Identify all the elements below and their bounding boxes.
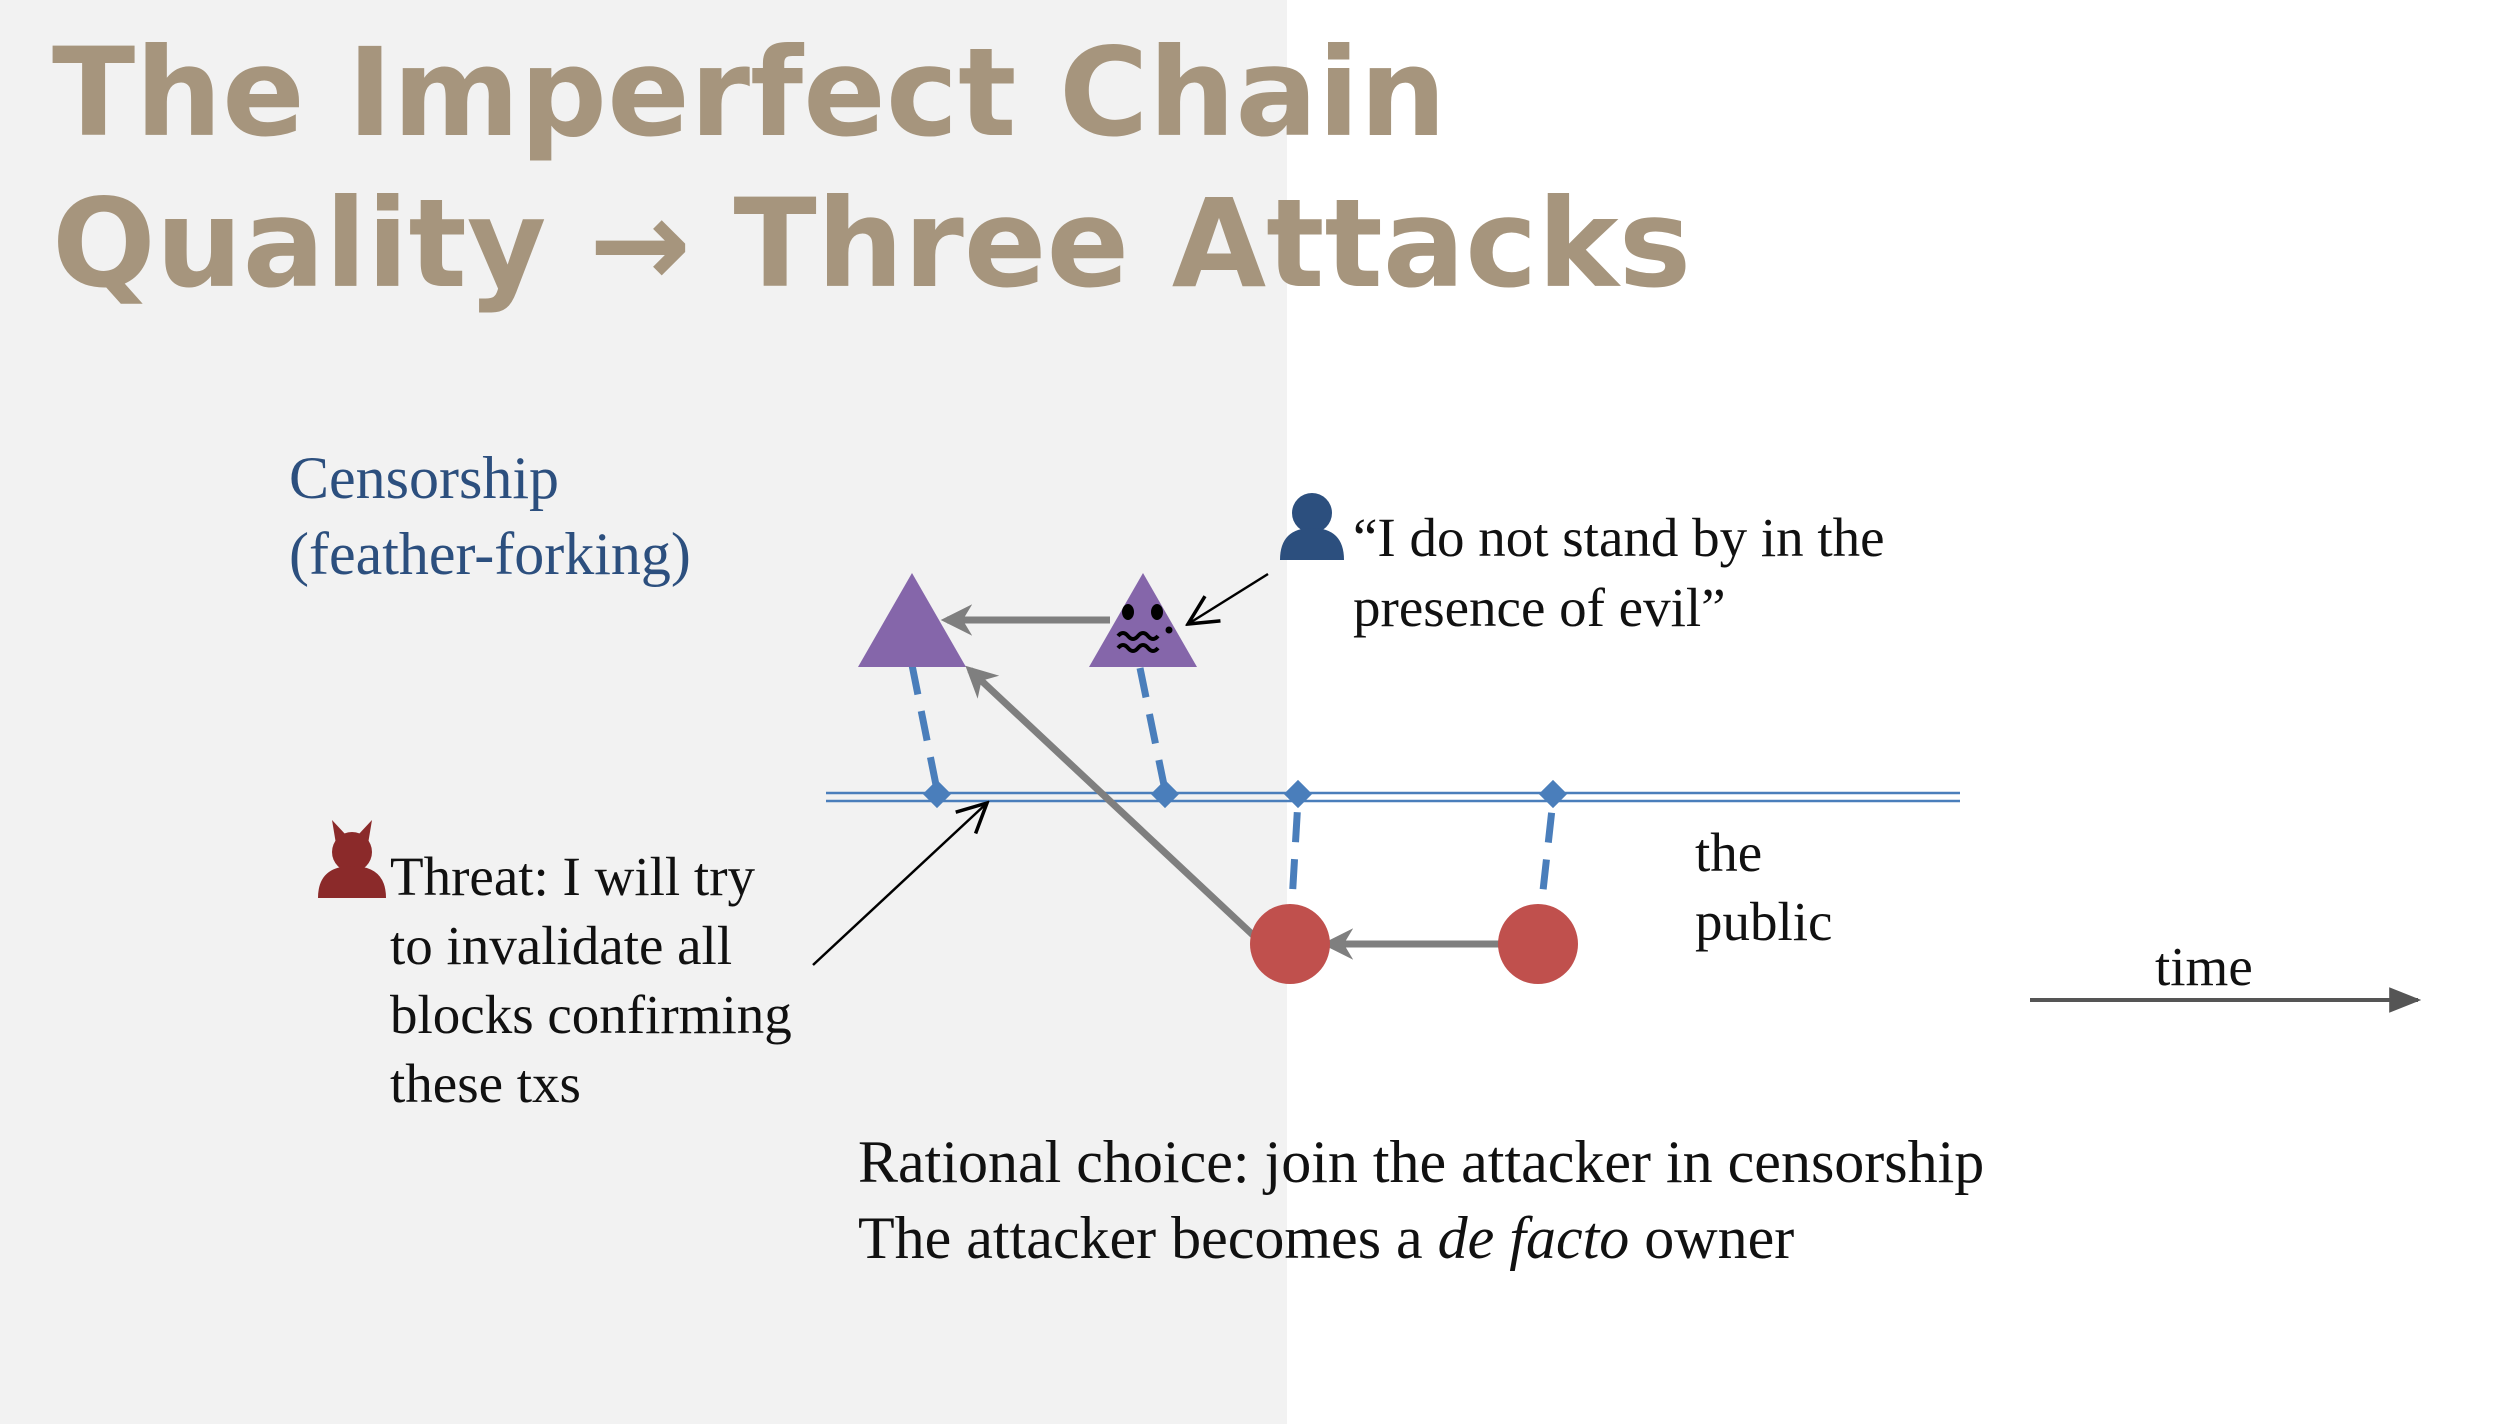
devil-icon xyxy=(318,820,386,898)
threat-line-1: Threat: I will try xyxy=(390,846,756,907)
public-label-line-1: the xyxy=(1695,822,1763,883)
attack-label-line-2: (feather-forking) xyxy=(289,521,691,587)
conclusion-emphasis: de facto xyxy=(1437,1205,1630,1271)
conclusion-line-2: The attacker becomes a de facto owner xyxy=(858,1200,1984,1276)
attacker-block-1 xyxy=(1250,904,1330,984)
tx-link-2 xyxy=(1136,667,1169,791)
honest-block-1 xyxy=(858,573,966,667)
attacker-threat-text: Threat: I will try to invalidate all blo… xyxy=(390,842,792,1118)
tx-diamond-4 xyxy=(1538,779,1568,809)
slide-left-background xyxy=(0,0,1287,1424)
quote-line-2: presence of evil” xyxy=(1353,577,1726,638)
conclusion-line-1: Rational choice: join the attacker in ce… xyxy=(858,1129,1985,1195)
threat-pointer-arrow xyxy=(812,803,987,966)
attacker-blocks xyxy=(1250,904,1578,984)
threat-line-2: to invalidate all xyxy=(390,915,733,976)
person-icon xyxy=(1280,493,1344,560)
time-label: time xyxy=(2155,936,2253,997)
worried-face-icon xyxy=(1116,604,1173,653)
public-label: the public xyxy=(1695,818,1832,956)
quote-pointer-arrow xyxy=(1188,572,1269,624)
honest-block-2 xyxy=(1089,573,1197,667)
slide-title-line-2: Quality → Three Attacks xyxy=(52,173,1692,315)
tx-diamond-2 xyxy=(1150,779,1180,809)
tx-diamond-3 xyxy=(1283,779,1313,809)
orphan-link-arrow xyxy=(965,665,1257,939)
tx-link-1 xyxy=(908,664,941,791)
attack-label-line-1: Censorship xyxy=(289,445,559,511)
public-chain xyxy=(826,791,1960,803)
transactions xyxy=(922,779,1568,809)
threat-line-3: blocks confirming xyxy=(390,984,792,1045)
conclusion-text: Rational choice: join the attacker in ce… xyxy=(858,1124,1984,1276)
slide-title: The Imperfect Chain Quality → Three Atta… xyxy=(52,18,1691,320)
public-label-line-2: public xyxy=(1695,891,1833,952)
honest-miner-quote: “I do not stand by in the presence of ev… xyxy=(1353,503,1885,643)
quote-line-1: “I do not stand by in the xyxy=(1353,507,1885,568)
honest-blocks xyxy=(858,573,1197,667)
attack-label: Censorship (feather-forking) xyxy=(289,440,691,592)
conclusion-line-2-end: owner xyxy=(1629,1205,1795,1271)
slide-title-line-1: The Imperfect Chain xyxy=(52,22,1447,164)
conclusion-line-2-start: The attacker becomes a xyxy=(858,1205,1438,1271)
tx-diamond-1 xyxy=(922,779,952,809)
threat-line-4: these txs xyxy=(390,1053,581,1114)
chain-arrows xyxy=(940,604,1500,960)
attacker-block-2 xyxy=(1498,904,1578,984)
